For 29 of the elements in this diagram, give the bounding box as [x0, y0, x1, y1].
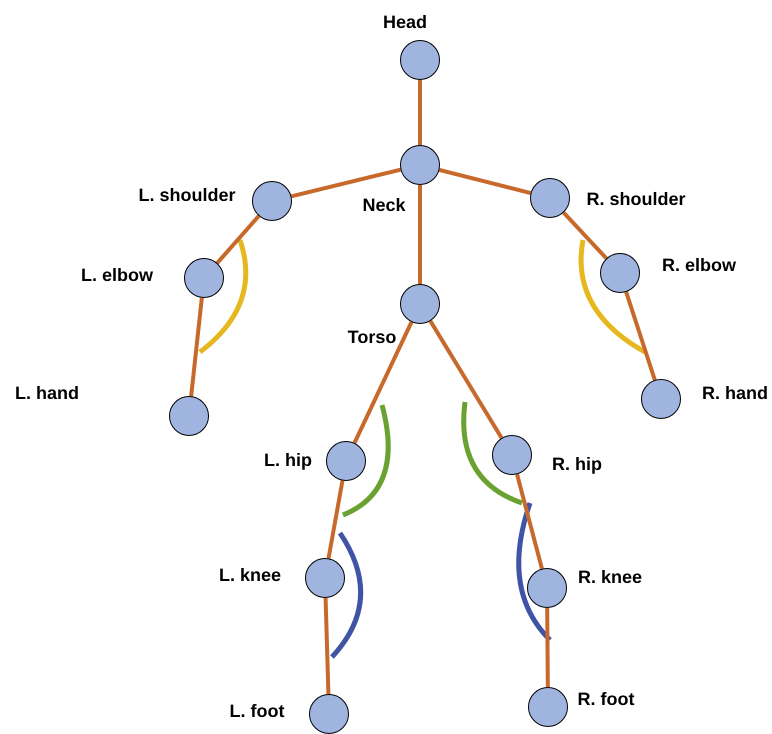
joint-label: R. knee: [578, 568, 642, 586]
joint-label: R. hip: [552, 455, 602, 473]
bone-line: [438, 168, 532, 196]
bone-line: [562, 211, 608, 260]
joint-label: L. hip: [264, 451, 312, 469]
bone-line: [428, 320, 504, 439]
joint-label: L. shoulder: [138, 186, 236, 204]
joint-label: Head: [383, 13, 427, 31]
bone-line: [324, 598, 330, 694]
bone-line: [545, 608, 550, 688]
bone-line: [418, 185, 422, 284]
joint-label: L. foot: [230, 702, 284, 720]
joint-label: R. foot: [578, 690, 634, 708]
joint-label: L. hand: [15, 384, 79, 402]
joint-label: Torso: [348, 328, 396, 346]
joint-label: R. elbow: [662, 256, 736, 274]
joint-label: R. hand: [702, 384, 768, 402]
joint-label: L. knee: [218, 566, 282, 584]
bone-line: [326, 480, 344, 559]
bone-line: [624, 291, 657, 381]
joint-label: R. shoulder: [586, 190, 686, 208]
bone-line: [515, 474, 544, 570]
joint-label: Neck: [362, 196, 406, 214]
bone-line: [216, 214, 260, 264]
bone-line: [189, 298, 204, 396]
bone-line: [290, 168, 402, 198]
bone-line: [352, 321, 414, 444]
bone-line: [418, 80, 422, 145]
joint-label: L. elbow: [81, 266, 153, 284]
